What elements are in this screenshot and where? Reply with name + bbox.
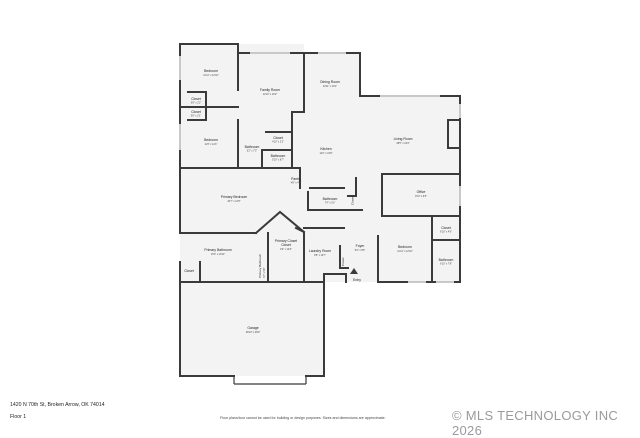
room-living-room-dims: 28'5" x 19'3" [396,142,409,145]
room-laundry-room-name: Laundry Room [309,249,331,253]
room-closet-e-name: Closet [441,226,451,230]
room-labels: Bedroom 11'11" x 12'10" Closet 5'8" x 2'… [184,69,453,334]
room-bedroom-e-name: Bedroom [398,245,412,249]
room-laundry-room-dims: 9'5" x 10'7" [314,254,326,257]
room-foyer-name: Foyer [356,244,366,248]
room-bathroom-e-name: Bathroom [439,258,454,262]
disclaimer-text: Floor plans/tour cannot be used for buil… [220,416,386,420]
room-closet-c-name: Closet [351,196,355,205]
floor-label: Floor 1 [10,414,27,420]
room-primary-bathroom-dims: 16'3" x 10'11" [211,253,225,256]
room-kitchen-dims: 12'2" x 15'9" [319,152,332,155]
room-primary-closet-name: Primary Closet [275,239,297,243]
room-foyer-dims: 8'4" x 8'5" [355,249,366,252]
room-closet-mid-name: Closet [273,136,283,140]
room-bathroom-w-name: Bathroom [245,145,260,149]
room-bedroom-e-dims: 11'11" x 12'10" [397,250,413,253]
room-office-name: Office [417,190,426,194]
room-garage-dims: 28'10" x 28'9" [246,331,261,334]
floor-plan: Bedroom 11'11" x 12'10" Closet 5'8" x 2'… [179,43,461,385]
room-primary-closet-name-2: Closet [281,243,291,247]
room-dining-room-dims: 10'11" x 10'1" [323,85,337,88]
room-closet-e-dims: 6'10" x 4'6" [440,231,452,234]
room-closet-nw2-name: Closet [191,110,201,114]
room-pantry-name: Pantry [291,177,301,181]
room-bedroom-w-name: Bedroom [204,138,218,142]
room-bathroom-mid-name: Bathroom [271,154,286,158]
room-closet-laundry-name: Closet [341,257,345,266]
room-bathroom-e-dims: 6'10" x 7'8" [440,263,452,266]
room-bedroom-nw-dims: 11'11" x 12'10" [203,74,219,77]
room-living-room-name: Living Room [394,137,413,141]
room-bathroom-w-dims: 5'2" x 7'3" [247,150,258,153]
room-bedroom-w-dims: 11'6" x 12'1" [205,143,218,146]
room-closet-nw2-dims: 5'8" x 2'1" [191,115,202,118]
room-garage-name: Garage [247,326,258,330]
room-bathroom-mid-dims: 5'10" x 8'7" [272,159,284,162]
room-closet-nw1-name: Closet [191,97,201,101]
room-primary-bathroom-2-name: Primary Bathroom [258,253,262,278]
entry-arrow-icon [350,268,358,274]
room-dining-room-name: Dining Room [320,80,340,84]
room-family-room-dims: 12'10" x 16'2" [263,93,278,96]
room-bathroom-c-dims: 7'4" x 5'3" [325,202,336,205]
room-entry-name: Entry [353,278,361,282]
room-primary-bathroom-2-dims: 3'7" x 5'8" [263,267,266,278]
room-bathroom-c-name: Bathroom [323,197,338,201]
room-bedroom-nw-name: Bedroom [204,69,218,73]
property-address: 1420 N 70th St, Broken Arrow, OK 74014 [10,402,105,408]
room-primary-bathroom-name: Primary Bathroom [204,248,231,252]
room-primary-bedroom-dims: 20'7" x 12'5" [227,200,240,203]
room-pantry-dims: 4'8" x 4'3" [291,182,302,185]
room-office-dims: 15'2" x 9'6" [415,195,427,198]
room-closet-nw1-dims: 5'8" x 2'2" [191,102,202,105]
room-closet-mid-dims: 4'10" x 2'2" [272,141,284,144]
room-primary-closet-dims: 9'2" x 10'3" [280,248,292,251]
windows [179,52,461,283]
room-family-room-name: Family Room [260,88,280,92]
room-closet-sw-name: Closet [184,269,194,273]
copyright-watermark: © MLS TECHNOLOGY INC 2026 [452,408,619,438]
room-kitchen-name: Kitchen [320,147,331,151]
room-primary-bedroom-name: Primary Bedroom [221,195,248,199]
